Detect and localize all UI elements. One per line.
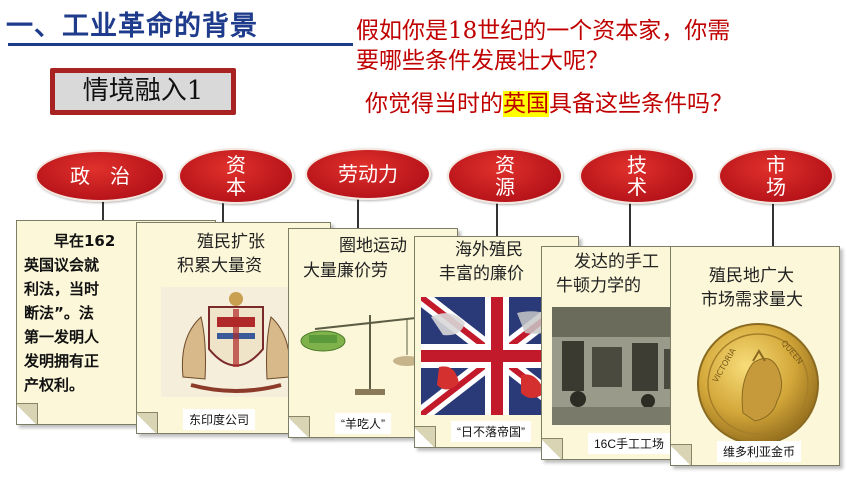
oval-resources[interactable]: 资源 [447, 148, 563, 204]
oval-capital-label: 资本 [226, 153, 246, 199]
card-technology-line-2: 牛顿力学的 [556, 276, 641, 296]
question-line-3: 你觉得当时的英国具备这些条件吗？ [365, 89, 733, 119]
page-fold [17, 403, 38, 424]
question-line-2: 要哪些条件发展壮大呢？ [356, 48, 609, 74]
card-technology: 发达的手工 牛顿力学的 16C手工工场 [541, 246, 731, 460]
card-technology-caption: 16C手工工场 [588, 433, 671, 454]
oval-labor[interactable]: 劳动力 [305, 148, 431, 200]
connector-line [357, 196, 359, 230]
card-capital-caption: 东印度公司 [183, 409, 256, 430]
card-resources-caption: “日不落帝国” [451, 421, 531, 442]
oval-labor-label: 劳动力 [338, 162, 398, 186]
connector-line [222, 202, 224, 228]
oval-politics[interactable]: 政 治 [35, 150, 165, 202]
coat-of-arms-image [161, 287, 311, 397]
page-fold [137, 412, 158, 433]
title-underline [8, 43, 353, 46]
card-market-line-1: 殖民地广大 [709, 266, 794, 286]
page-title: 一、工业革命的背景 [6, 11, 258, 42]
oval-market-label: 市场 [766, 153, 786, 199]
oval-market[interactable]: 市场 [718, 148, 834, 204]
question-before: 你觉得当时的 [365, 91, 503, 117]
card-capital-line-2: 积累大量资 [177, 256, 262, 276]
card-labor-line-1: 圈地运动 [339, 236, 407, 256]
card-law-text: 早在162 英国议会就 利法，当时 断法”。法 第一发明人 发明拥有正 产权利。 [24, 232, 116, 394]
page-fold [289, 416, 310, 437]
situation-box: 情境融入1 [50, 68, 236, 115]
page-fold [542, 438, 563, 459]
card-technology-line-1: 发达的手工 [574, 252, 659, 272]
card-market: 殖民地广大 市场需求量大 VICTORIA QUEEN 维多利亚金币 [670, 246, 840, 466]
oval-politics-label: 政 治 [70, 164, 130, 188]
oval-capital[interactable]: 资本 [178, 148, 294, 204]
question-highlight: 英国 [503, 91, 549, 117]
oval-technology[interactable]: 技术 [579, 148, 695, 204]
gold-coin-image: VICTORIA QUEEN [695, 321, 821, 447]
question-line-1: 假如你是18世纪的一个资本家，你需 [356, 18, 731, 44]
situation-label: 情境融入1 [55, 73, 231, 110]
connector-line [629, 202, 631, 246]
card-resources-line-2: 丰富的廉价 [439, 264, 524, 284]
card-capital-line-1: 殖民扩张 [197, 232, 265, 252]
card-market-line-2: 市场需求量大 [701, 290, 803, 310]
connector-line [102, 195, 104, 231]
question-after: 具备这些条件吗？ [549, 91, 733, 117]
oval-technology-label: 技术 [627, 153, 647, 199]
page-fold [415, 426, 436, 447]
connector-line [496, 203, 498, 239]
card-labor-caption: “羊吃人” [335, 413, 391, 434]
oval-resources-label: 资源 [495, 153, 515, 199]
card-resources-line-1: 海外殖民 [455, 240, 523, 260]
page-fold [671, 444, 692, 465]
card-market-caption: 维多利亚金币 [717, 441, 802, 462]
connector-line [772, 202, 774, 246]
card-labor-line-2: 大量廉价劳 [303, 261, 388, 281]
